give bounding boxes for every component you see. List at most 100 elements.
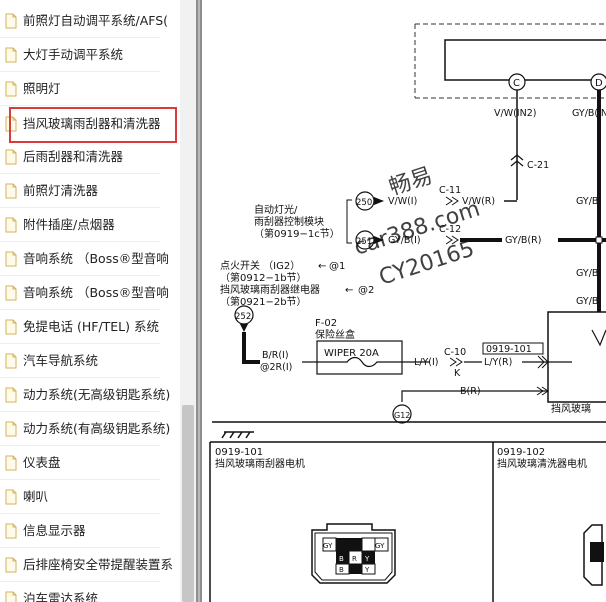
wire-label-gyb-right2: GY/B [576,268,598,279]
wire-label-br-i: B/R(I) [262,350,289,361]
ignition-arrow: ← [318,261,326,272]
sidebar-item-headlamp-washer[interactable]: 前照灯清洗器 [0,175,180,208]
plug-pin-gy2 [374,537,389,552]
wire-label-gyb-in: GY/B(IN [572,108,606,119]
connector-c21-label: C-21 [527,160,549,171]
plug-pin-y1 [362,551,375,564]
sidebar-item-audio-1[interactable]: 音响系统 （Boss®型音响 [0,243,180,276]
sidebar-item-rear-wiper[interactable]: 后雨刮器和清洗器 [0,141,180,174]
wire-label-br-bottom: B(R) [460,386,481,397]
part-code-box [482,342,544,355]
sidebar-item-label: 前照灯清洗器 [23,183,99,198]
wire-label-vw-r: V/W(R) [462,196,495,207]
connector-c-label: C [513,78,520,89]
divider [0,309,160,310]
connector-c11-label: C-11 [439,185,461,196]
panel-right-title: 挡风玻璃清洗器电机 [497,457,587,470]
ground-connector-symbol [536,386,549,396]
pin-252-arrow [240,324,248,332]
fuse-box-id: F-02 [315,318,337,329]
fuse-symbol [302,356,430,368]
sidebar-item-instrument-panel[interactable]: 仪表盘 [0,447,180,480]
watermark-text-1: 畅易 [386,163,436,200]
document-icon [5,116,17,132]
sidebar-item-afs[interactable]: 前照灯自动调平系统/AFS( [0,5,180,38]
sidebar-item-label: 音响系统 （Boss®型音响 [23,285,169,300]
wire-label-gyb-right3: GY/B [576,296,598,307]
sidebar-item-label: 大灯手动调平系统 [23,47,124,62]
wire-label-2ri: @2R(I) [260,362,292,373]
document-icon [5,353,17,369]
divider [0,411,160,412]
module-label-line2: 雨刮器控制模块 [254,215,324,228]
document-icon [5,455,17,471]
plug-pin-gy2-label: GY [375,542,385,550]
sidebar-scrollbar-thumb[interactable] [182,405,194,602]
sidebar-item-lighting[interactable]: 照明灯 [0,73,180,106]
divider [0,173,160,174]
sidebar-item-manual-leveling[interactable]: 大灯手动调平系统 [0,39,180,72]
sidebar-item-power-key[interactable]: 动力系统(有高级钥匙系统) [0,413,180,446]
sidebar-item-audio-2[interactable]: 音响系统 （Boss®型音响 [0,277,180,310]
divider [0,581,160,582]
sidebar-item-windshield-wiper[interactable]: 挡风玻璃雨刮器和清洗器 [0,108,180,141]
document-icon [5,285,17,301]
document-icon [5,183,17,199]
module-label-line1: 自动灯光/ [254,203,298,216]
divider [0,479,160,480]
document-icon [5,81,17,97]
pin-251-arrow [374,236,384,244]
pin-250-label: 250 [356,198,372,208]
sidebar-item-label: 喇叭 [23,489,49,504]
plug-pin-y1-label: Y [364,555,370,563]
connector-c21-symbol [510,154,524,167]
sidebar-item-label: 免提电话 (HF/TEL) 系统 [23,319,159,334]
module-label-line3: （第0919−1c节） [254,227,340,240]
document-icon [5,149,17,165]
document-icon [5,319,17,335]
fuse-label: WIPER 20A [324,348,379,359]
wire-label-gyb-r: GY/B(R) [505,235,541,246]
pin-251-label: 251 [356,237,372,247]
sidebar-item-accessory-socket[interactable]: 附件插座/点烟器 [0,209,180,242]
sidebar-item-label: 照明灯 [23,81,61,96]
panel-left-title: 挡风玻璃雨刮器电机 [215,457,305,470]
sidebar-item-label: 仪表盘 [23,455,61,470]
pin-250-arrow [374,197,384,205]
divider [0,343,160,344]
ground-g12-circle [392,404,412,424]
wire-label-vw-in2: V/W(IN2) [494,108,536,119]
sidebar-item-power-no-key[interactable]: 动力系统(无高级钥匙系统) [0,379,180,412]
wiper-motor-box [547,311,606,403]
document-icon [5,251,17,267]
sidebar-tree: 前照灯自动调平系统/AFS( 大灯手动调平系统 照明灯 挡风玻璃雨刮器和清洗器 … [0,0,180,602]
sidebar-item-label: 挡风玻璃雨刮器和清洗器 [23,116,161,131]
wire-ground [401,390,548,402]
wire-label-ly-r: L/Y(R) [484,357,512,368]
wire-label-vw-i: V/W(I) [388,196,417,207]
pane-splitter-grip [198,0,200,602]
divider [0,377,160,378]
connector-c10-symbol [449,357,463,367]
module-box [444,39,606,81]
wire-label-gyb-right1: GY/B [576,196,598,207]
sidebar-item-parking-radar[interactable]: 泊车雷达系统 [0,583,180,602]
plug-pin-b1 [336,551,349,564]
ignition-label-line2: （第0912−1b节） [220,271,307,284]
plug-pin-gy1-label: GY [323,542,333,550]
divider [0,37,160,38]
sidebar-item-navigation[interactable]: 汽车导航系统 [0,345,180,378]
divider [0,71,160,72]
sidebar-item-info-display[interactable]: 信息显示器 [0,515,180,548]
sidebar-item-seatbelt-reminder[interactable]: 后排座椅安全带提醒装置系 [0,549,180,582]
divider [0,445,160,446]
sidebar-item-handsfree[interactable]: 免提电话 (HF/TEL) 系统 [0,311,180,344]
document-icon [5,13,17,29]
plug-pin-y2 [361,563,376,575]
connector-c12-symbol [445,235,459,245]
sidebar-item-horn[interactable]: 喇叭 [0,481,180,514]
panel-left-code: 0919-101 [215,447,263,458]
relay-ref: @2 [358,285,374,296]
document-icon [5,557,17,573]
wire-br-thick [242,332,260,364]
